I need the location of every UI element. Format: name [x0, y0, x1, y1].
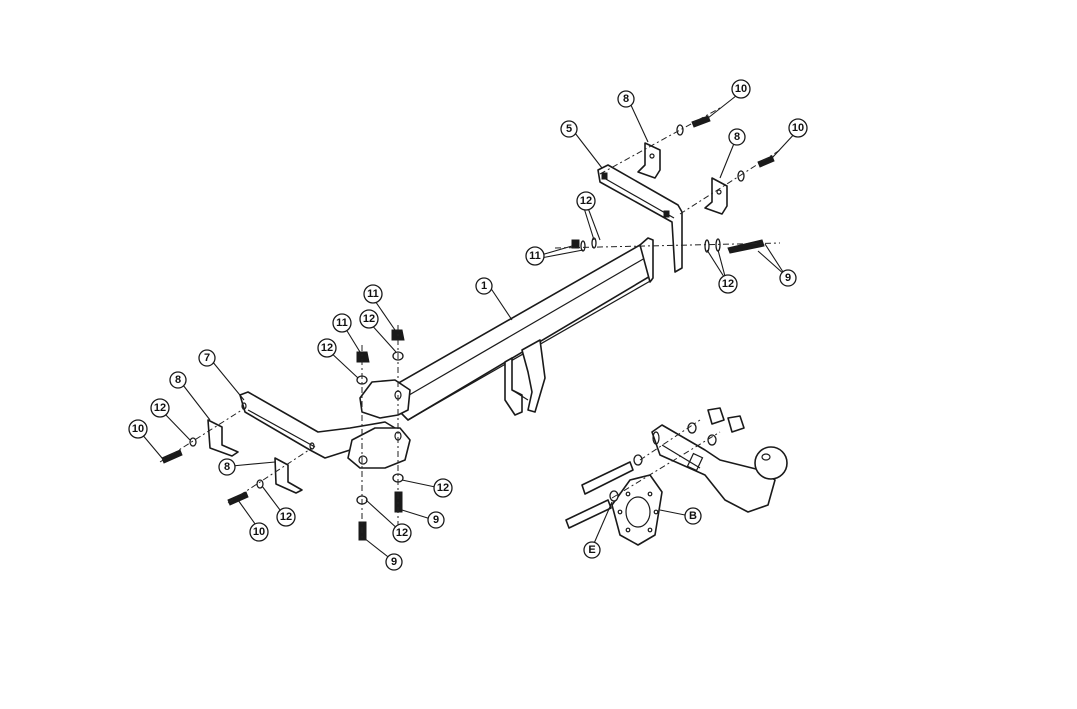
svg-text:12: 12 — [321, 342, 333, 354]
callout-8-left: 8 — [169, 371, 187, 389]
center-bracket — [504, 339, 546, 416]
svg-text:8: 8 — [224, 461, 230, 473]
callout-12-right: 12 — [718, 274, 738, 294]
svg-text:12: 12 — [580, 195, 592, 207]
svg-text:11: 11 — [529, 250, 541, 262]
callout-12-bottom: 12 — [392, 523, 412, 543]
l-bracket-top-2 — [704, 177, 728, 215]
tow-ball-fasteners — [565, 407, 745, 529]
svg-text:E: E — [588, 544, 595, 556]
svg-text:8: 8 — [623, 93, 629, 105]
svg-text:12: 12 — [396, 527, 408, 539]
callout-B: B — [684, 507, 702, 525]
callout-12-bottom-right: 12 — [433, 478, 453, 498]
callout-7: 7 — [198, 349, 216, 367]
callout-8-right: 8 — [728, 128, 746, 146]
right-side-bracket — [597, 164, 683, 273]
left-mount-plate — [347, 379, 411, 469]
leader-lines — [140, 91, 798, 561]
svg-text:5: 5 — [566, 123, 572, 135]
callout-9-right: 9 — [779, 269, 797, 287]
callout-1: 1 — [475, 277, 493, 295]
crossbeam — [394, 237, 654, 421]
callout-10-right: 10 — [788, 118, 808, 138]
fasteners — [161, 115, 775, 541]
svg-text:11: 11 — [336, 317, 348, 329]
l-bracket-left-2 — [274, 457, 303, 494]
callout-11-right: 11 — [525, 246, 545, 266]
assembly-lines — [159, 107, 781, 540]
callout-E: E — [583, 541, 601, 559]
callout-12-left: 12 — [150, 398, 170, 418]
l-bracket-top-1 — [637, 142, 661, 179]
svg-text:11: 11 — [367, 288, 379, 300]
svg-text:8: 8 — [175, 374, 181, 386]
svg-text:7: 7 — [204, 352, 210, 364]
svg-text:12: 12 — [154, 402, 166, 414]
callout-12-top: 12 — [576, 191, 596, 211]
svg-text:9: 9 — [785, 272, 791, 284]
callout-8-top: 8 — [617, 90, 635, 108]
svg-text:1: 1 — [481, 280, 487, 292]
callout-11-top: 11 — [363, 284, 383, 304]
callout-9-bottom: 9 — [385, 553, 403, 571]
svg-text:B: B — [689, 510, 697, 522]
svg-text:10: 10 — [132, 423, 144, 435]
callout-10-left: 10 — [128, 419, 148, 439]
svg-text:12: 12 — [722, 278, 734, 290]
svg-text:12: 12 — [437, 482, 449, 494]
tow-ball — [754, 446, 788, 480]
svg-text:9: 9 — [391, 556, 397, 568]
svg-text:10: 10 — [735, 83, 747, 95]
svg-text:9: 9 — [433, 514, 439, 526]
l-bracket-left-1 — [207, 419, 239, 457]
callout-12-mid-left: 12 — [317, 338, 337, 358]
flange-plate — [611, 474, 663, 546]
svg-text:12: 12 — [280, 511, 292, 523]
callout-10-lower: 10 — [249, 522, 269, 542]
svg-text:10: 10 — [792, 122, 804, 134]
callout-11-mid: 11 — [332, 313, 352, 333]
callout-10-top: 10 — [731, 79, 751, 99]
callout-12-mid: 12 — [359, 309, 379, 329]
callout-9-bottom-right: 9 — [427, 511, 445, 529]
callout-12-lower: 12 — [276, 507, 296, 527]
callout-8-lower: 8 — [218, 458, 236, 476]
svg-text:12: 12 — [363, 313, 375, 325]
callout-5: 5 — [560, 120, 578, 138]
svg-text:8: 8 — [734, 131, 740, 143]
svg-text:10: 10 — [253, 526, 265, 538]
